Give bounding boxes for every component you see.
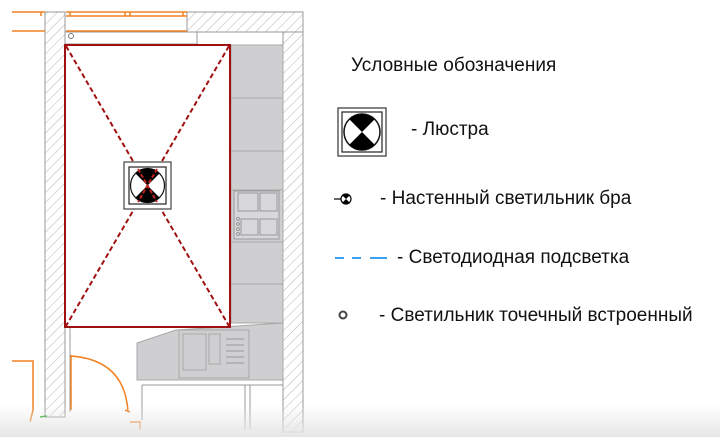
stove-icon — [233, 190, 280, 240]
walls — [44, 11, 304, 433]
legend-label-recessed-spotlight: - Светильник точечный встроенный — [379, 305, 693, 326]
legend-chandelier-icon — [337, 107, 387, 157]
legend-label-wall-sconce: - Настенный светильник бра — [380, 188, 632, 209]
legend-wall-sconce-icon — [334, 193, 352, 205]
microwave-lines — [226, 338, 244, 364]
recessed-spotlight-icon — [68, 33, 74, 39]
legend-label-chandelier: - Люстра — [411, 119, 489, 140]
chandelier-icon — [123, 161, 172, 210]
windows — [12, 11, 187, 32]
legend-label-led-strip: - Светодиодная подсветка — [397, 247, 630, 268]
legend-recessed-spotlight-icon — [338, 310, 348, 320]
legend-title: Условные обозначения — [351, 55, 557, 76]
bottom-fade — [0, 405, 720, 437]
